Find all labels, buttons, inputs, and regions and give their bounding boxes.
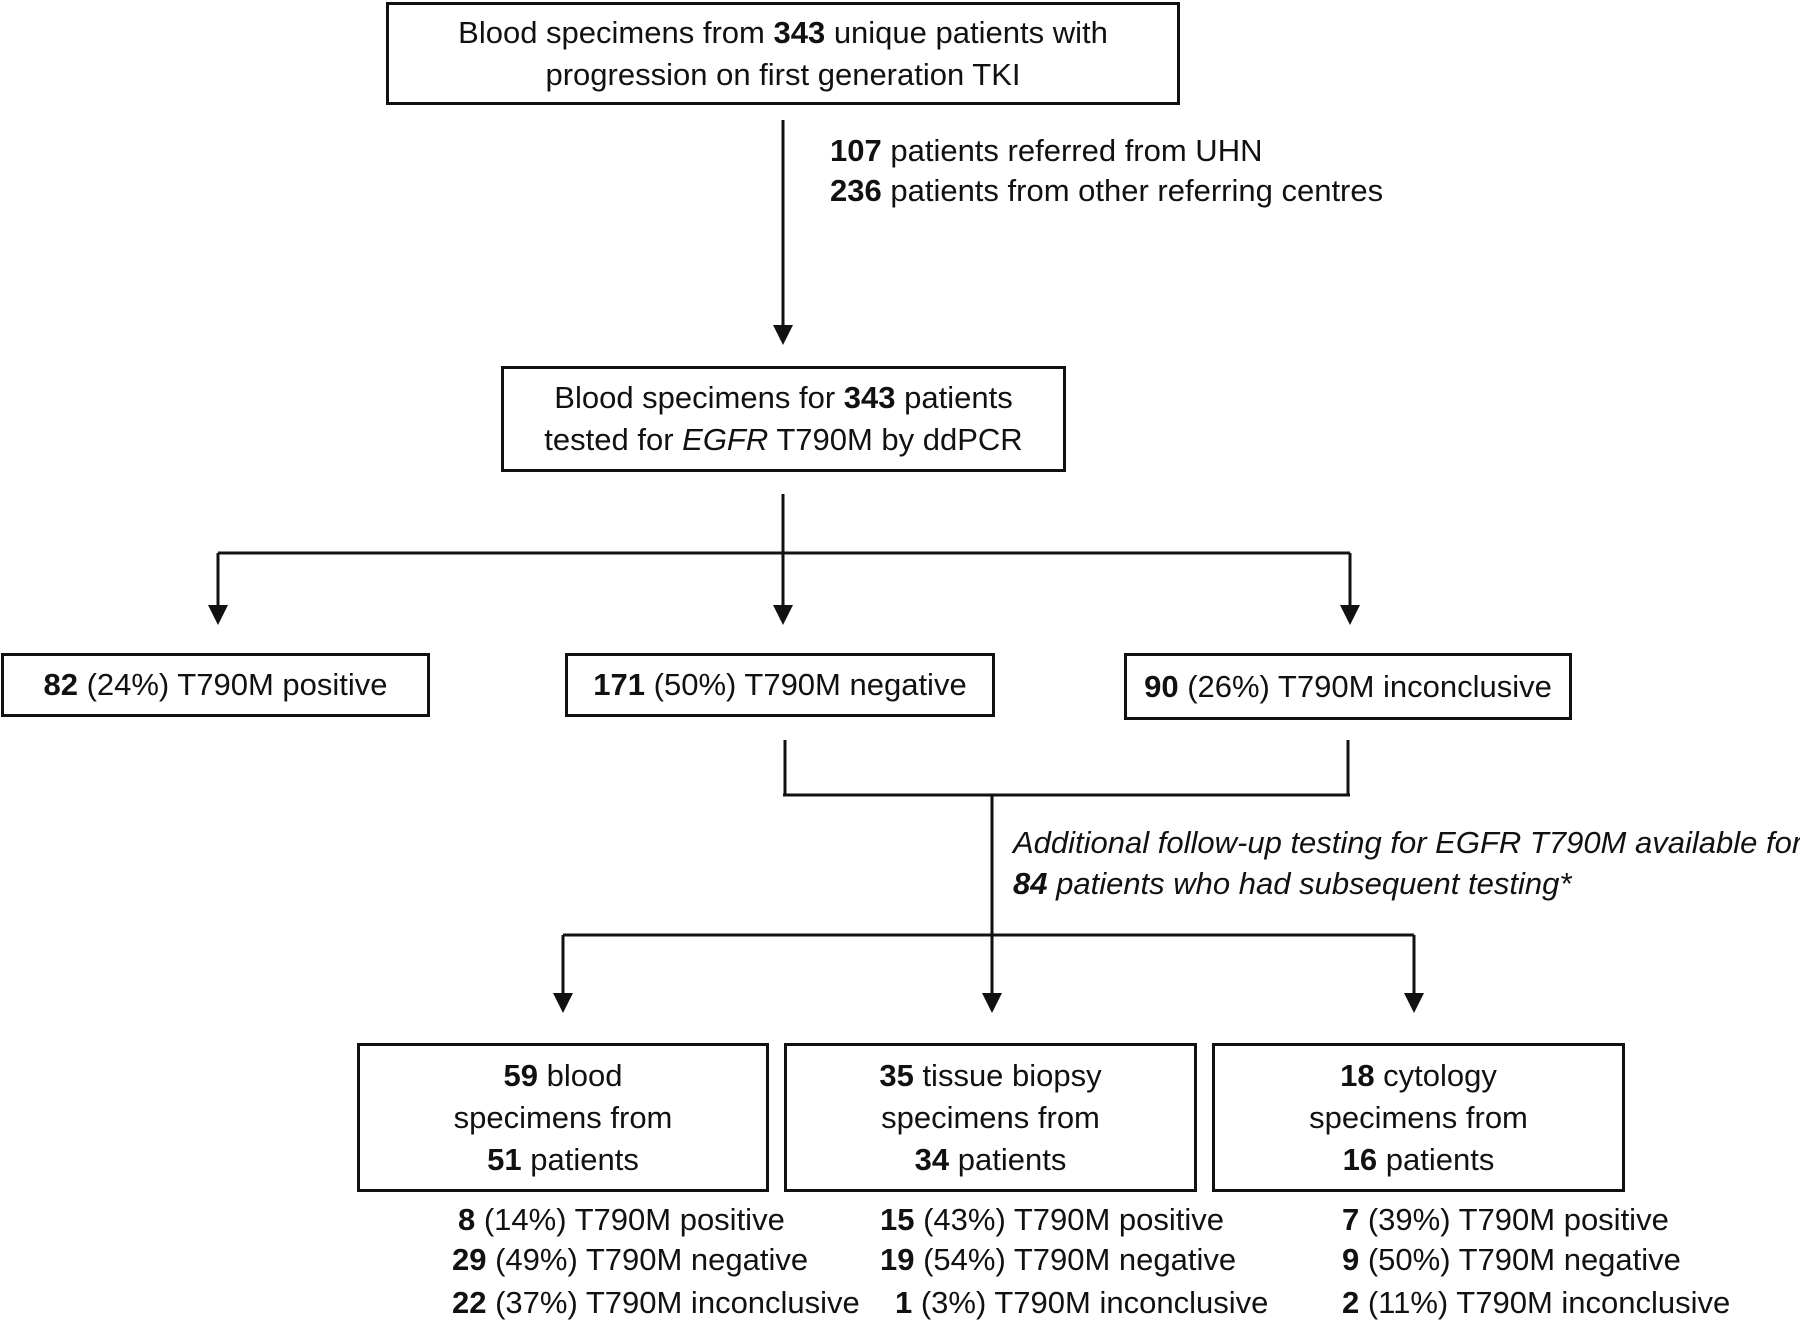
initial-cohort-count: 343 <box>773 14 826 50</box>
followup-cytology-line2: specimens from <box>1309 1099 1528 1135</box>
blood-inconclusive-count: 22 <box>452 1285 487 1320</box>
tested-line2-post: T790M by ddPCR <box>768 422 1023 457</box>
followup-cytology-box: 18 cytology specimens from 16 patients <box>1212 1043 1625 1192</box>
blood-positive-count: 8 <box>458 1202 476 1237</box>
followup-blood-line2: specimens from <box>453 1099 673 1135</box>
outcome-inconclusive-label: 90 (26%) T790M inconclusive <box>1144 666 1552 708</box>
cytology-result-inconclusive: 2 (11%) T790M inconclusive <box>1342 1283 1730 1323</box>
arrowhead-inconclusive <box>1340 605 1360 625</box>
followup-tissue-patients-text: patients <box>949 1141 1067 1177</box>
blood-negative-count: 29 <box>452 1242 487 1277</box>
arrowhead-tested <box>773 325 793 345</box>
referral-uhn-text: patients referred from UHN <box>881 133 1263 168</box>
followup-count: 84 <box>1013 866 1048 901</box>
initial-cohort-text-pre: Blood specimens from <box>458 14 774 50</box>
arrowhead-positive <box>208 605 228 625</box>
followup-blood-type: blood <box>538 1057 623 1093</box>
followup-note-line1: Additional follow-up testing for EGFR T7… <box>1013 825 1800 860</box>
cytology-negative-text: (50%) T790M negative <box>1359 1242 1681 1277</box>
outcome-negative-label: 171 (50%) T790M negative <box>593 664 966 706</box>
followup-blood-patients-count: 51 <box>487 1141 522 1177</box>
outcome-inconclusive-text: (26%) T790M inconclusive <box>1178 668 1552 704</box>
followup-cytology-line3: 16 patients <box>1343 1139 1495 1181</box>
outcome-positive-box: 82 (24%) T790M positive <box>1 653 430 717</box>
arrowhead-tissue <box>982 993 1002 1013</box>
followup-blood-patients-text: patients <box>521 1141 639 1177</box>
cytology-result-positive: 7 (39%) T790M positive <box>1342 1200 1669 1240</box>
outcome-positive-count: 82 <box>43 667 78 702</box>
outcome-positive-text: (24%) T790M positive <box>77 667 388 702</box>
followup-note-text: patients who had subsequent testing* <box>1047 866 1572 901</box>
followup-note-line2: 84 patients who had subsequent testing* <box>1013 864 1571 904</box>
tissue-negative-text: (54%) T790M negative <box>914 1242 1237 1277</box>
initial-cohort-line1: Blood specimens from 343 unique patients… <box>458 12 1108 54</box>
blood-result-positive: 8 (14%) T790M positive <box>458 1200 785 1240</box>
tested-line1: Blood specimens for 343 patients <box>554 377 1012 419</box>
tested-box: Blood specimens for 343 patients tested … <box>501 366 1066 472</box>
followup-cytology-line1: 18 cytology <box>1340 1055 1497 1097</box>
referral-uhn: 107 patients referred from UHN <box>830 131 1262 171</box>
followup-blood-line1: 59 blood <box>504 1055 623 1097</box>
followup-tissue-line2: specimens from <box>881 1099 1100 1135</box>
referral-other-text: patients from other referring centres <box>881 173 1384 208</box>
outcome-inconclusive-box: 90 (26%) T790M inconclusive <box>1124 653 1572 720</box>
blood-positive-text: (14%) T790M positive <box>475 1202 785 1237</box>
followup-blood-box: 59 blood specimens from 51 patients <box>357 1043 769 1192</box>
tested-text-pre: Blood specimens for <box>554 380 844 415</box>
tissue-positive-count: 15 <box>880 1202 915 1237</box>
outcome-negative-box: 171 (50%) T790M negative <box>565 653 995 717</box>
referral-other: 236 patients from other referring centre… <box>830 171 1383 211</box>
followup-tissue-box: 35 tissue biopsy specimens from 34 patie… <box>784 1043 1197 1192</box>
followup-cytology-patients-text: patients <box>1377 1141 1495 1177</box>
tissue-negative-count: 19 <box>880 1242 915 1277</box>
outcome-positive-label: 82 (24%) T790M positive <box>43 664 387 706</box>
followup-cytology-type: cytology <box>1374 1057 1497 1093</box>
cytology-result-negative: 9 (50%) T790M negative <box>1342 1240 1681 1280</box>
followup-blood-count: 59 <box>503 1057 538 1093</box>
cytology-positive-count: 7 <box>1342 1202 1360 1237</box>
outcome-inconclusive-count: 90 <box>1144 668 1179 704</box>
tissue-result-positive: 15 (43%) T790M positive <box>880 1200 1224 1240</box>
outcome-negative-text: (50%) T790M negative <box>645 667 967 702</box>
tissue-result-inconclusive: 1 (3%) T790M inconclusive <box>895 1283 1268 1323</box>
arrowhead-cytology <box>1404 993 1424 1013</box>
arrowhead-negative <box>773 605 793 625</box>
cytology-inconclusive-count: 2 <box>1342 1285 1360 1320</box>
followup-cytology-patients-count: 16 <box>1342 1141 1378 1177</box>
tissue-result-negative: 19 (54%) T790M negative <box>880 1240 1236 1280</box>
cytology-negative-count: 9 <box>1342 1242 1360 1277</box>
cytology-inconclusive-text: (11%) T790M inconclusive <box>1359 1285 1731 1320</box>
followup-tissue-patients-count: 34 <box>914 1141 950 1177</box>
cytology-positive-text: (39%) T790M positive <box>1359 1202 1669 1237</box>
followup-blood-line3: 51 patients <box>487 1139 639 1181</box>
tissue-inconclusive-count: 1 <box>895 1285 913 1320</box>
referral-uhn-count: 107 <box>830 133 882 168</box>
tested-count: 343 <box>843 380 896 415</box>
arrowhead-blood <box>553 993 573 1013</box>
followup-cytology-count: 18 <box>1340 1057 1375 1093</box>
blood-inconclusive-text: (37%) T790M inconclusive <box>486 1285 860 1320</box>
initial-cohort-box: Blood specimens from 343 unique patients… <box>386 2 1180 105</box>
tested-line2-pre: tested for <box>544 422 683 457</box>
blood-result-inconclusive: 22 (37%) T790M inconclusive <box>452 1283 860 1323</box>
followup-tissue-line3: 34 patients <box>915 1139 1067 1181</box>
tissue-positive-text: (43%) T790M positive <box>914 1202 1225 1237</box>
followup-tissue-type: tissue biopsy <box>913 1057 1102 1093</box>
initial-cohort-line2: progression on first generation TKI <box>545 56 1021 92</box>
tested-text-post: patients <box>895 380 1013 415</box>
outcome-negative-count: 171 <box>593 667 646 702</box>
initial-cohort-text-post: unique patients with <box>825 14 1108 50</box>
blood-result-negative: 29 (49%) T790M negative <box>452 1240 808 1280</box>
followup-tissue-count: 35 <box>879 1057 914 1093</box>
tissue-inconclusive-text: (3%) T790M inconclusive <box>912 1285 1269 1320</box>
blood-negative-text: (49%) T790M negative <box>486 1242 809 1277</box>
tested-line2: tested for EGFR T790M by ddPCR <box>544 419 1022 461</box>
followup-tissue-line1: 35 tissue biopsy <box>879 1055 1101 1097</box>
tested-gene: EGFR <box>682 422 769 457</box>
referral-other-count: 236 <box>830 173 882 208</box>
